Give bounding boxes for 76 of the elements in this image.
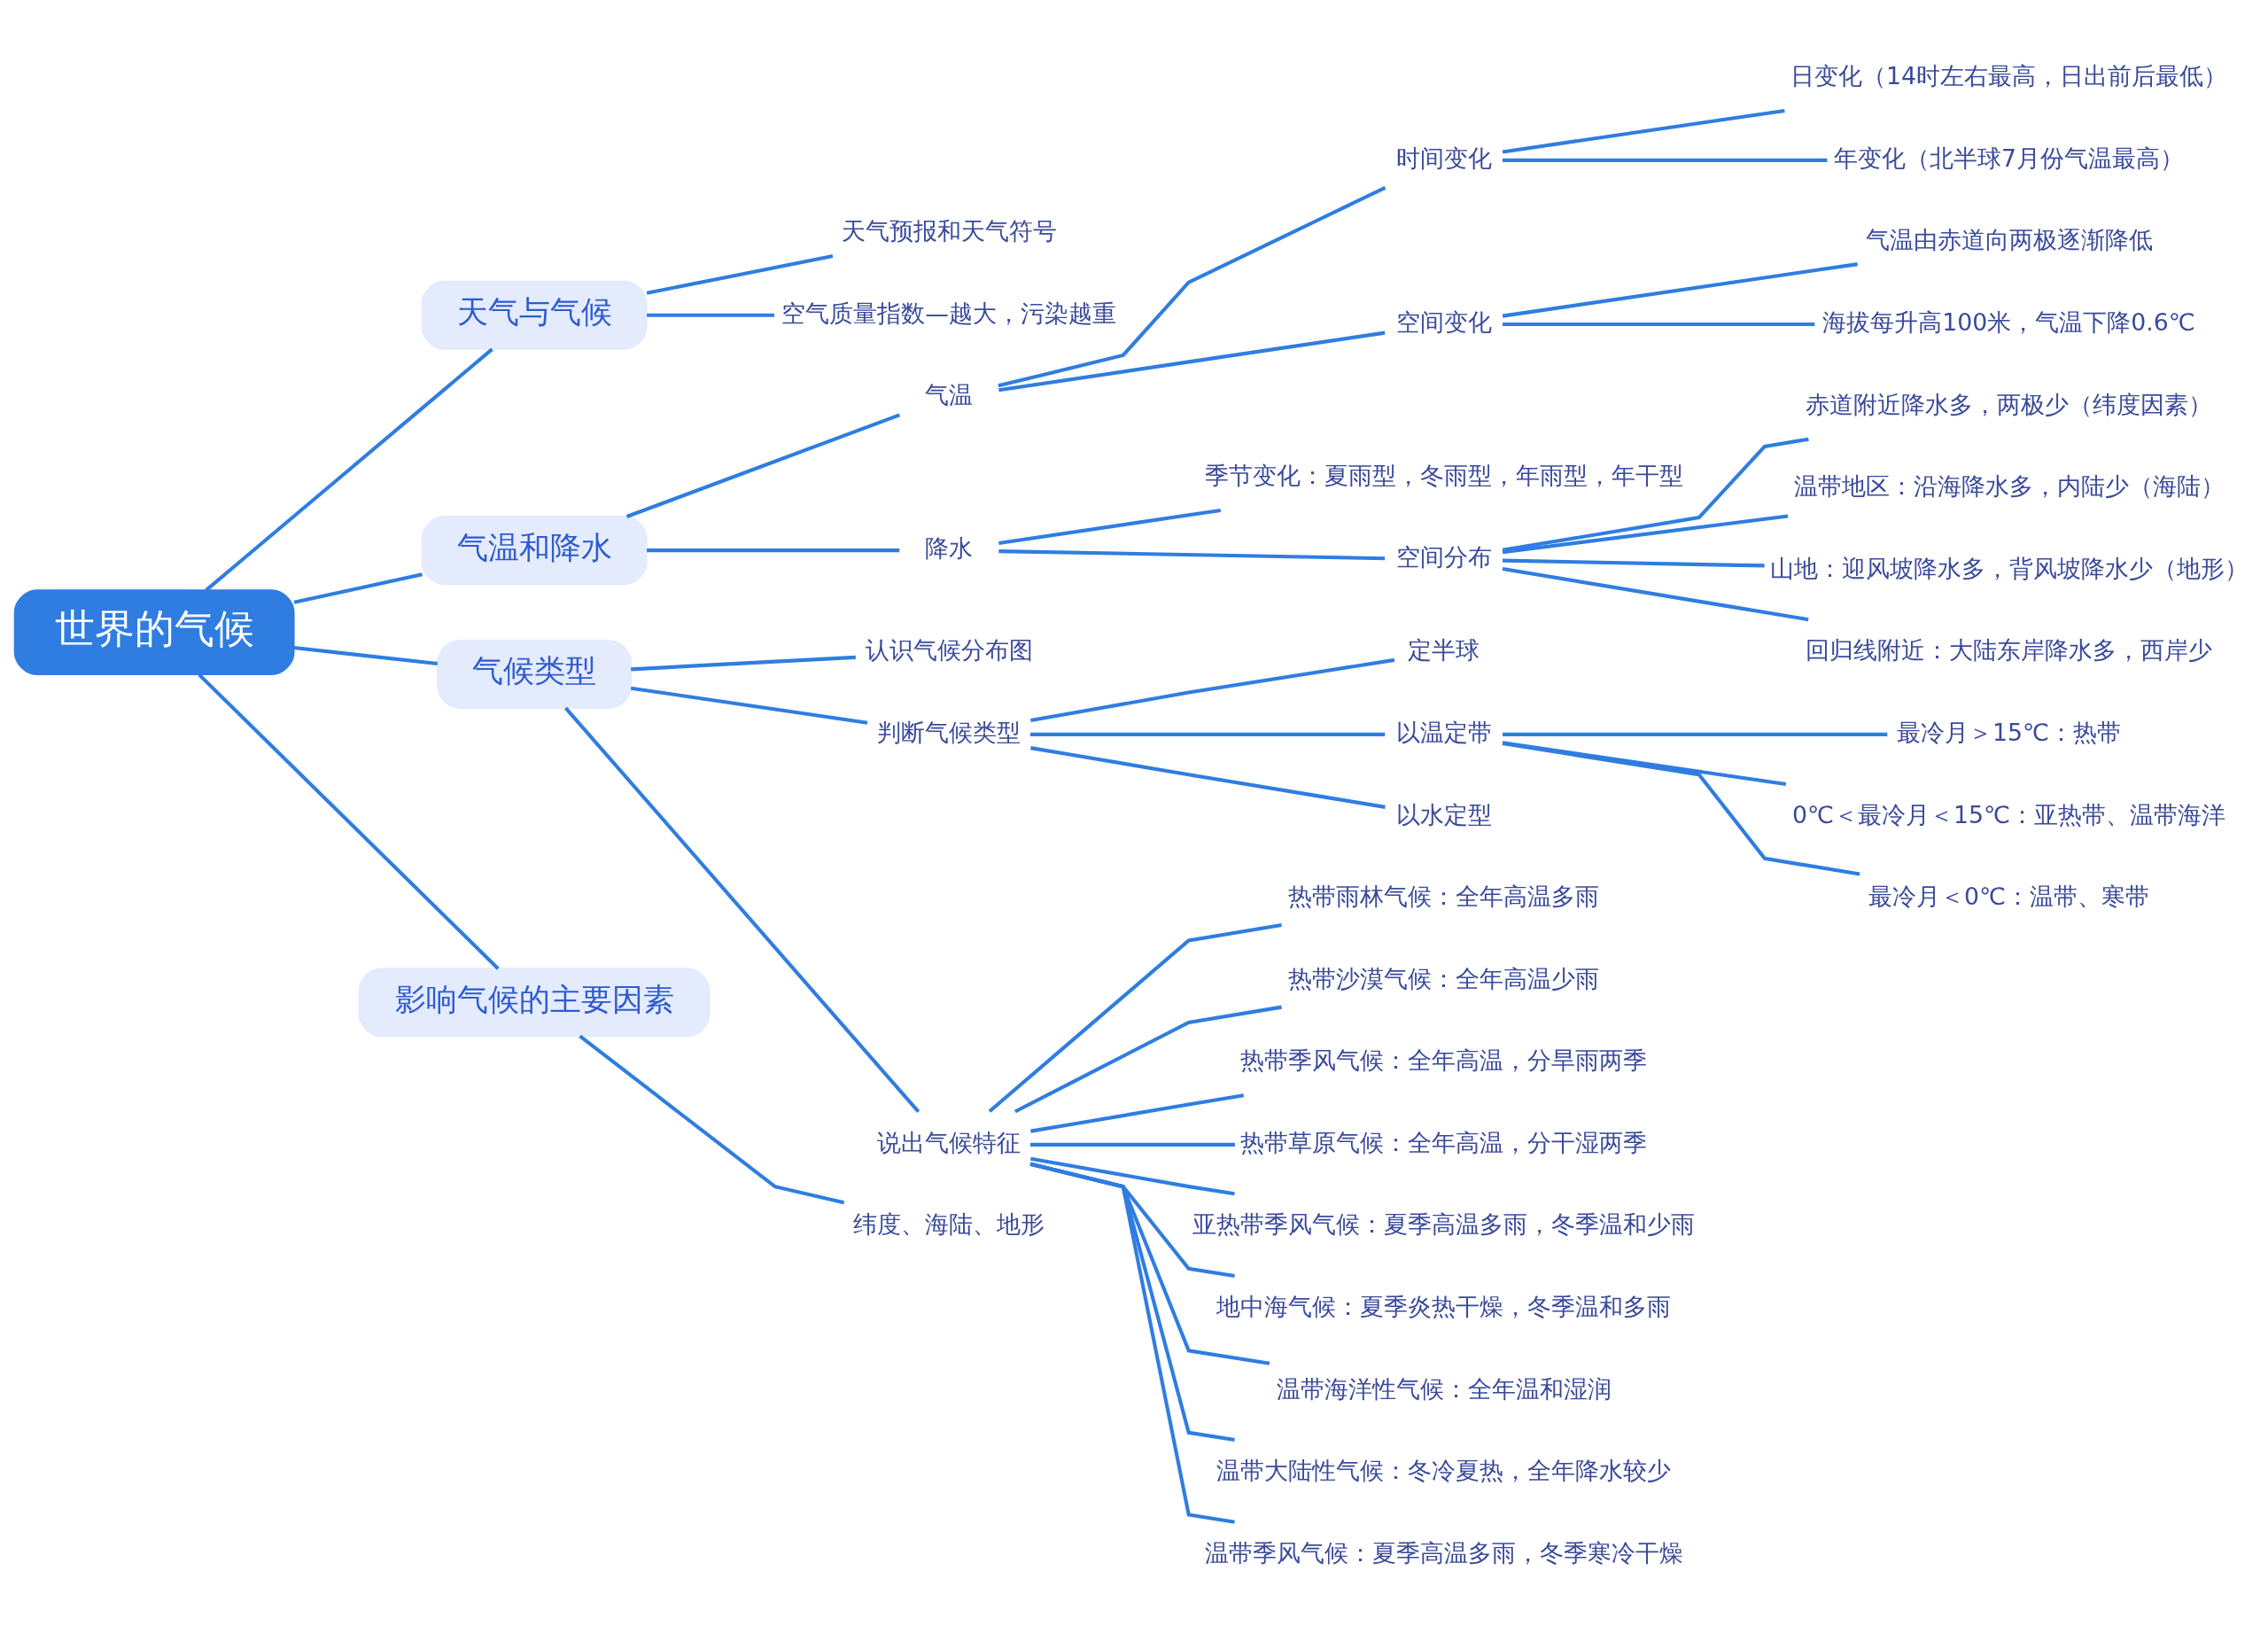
connector bbox=[1503, 322, 1815, 327]
node-text: 热带草原气候：全年高温，分干湿两季 bbox=[1240, 1128, 1648, 1156]
connector bbox=[205, 347, 493, 592]
node-text: 最冷月＜0℃：温带、寒带 bbox=[1868, 883, 2150, 911]
node-text: 天气预报和天气符号 bbox=[841, 217, 1057, 245]
connector bbox=[988, 923, 1282, 1113]
connector bbox=[1502, 108, 1785, 154]
connector bbox=[1030, 657, 1395, 723]
connector bbox=[1029, 732, 1386, 736]
connector bbox=[579, 1034, 845, 1205]
node-text: 山地：迎风坡降水多，背风坡降水少（地形） bbox=[1769, 554, 2249, 582]
connector bbox=[998, 330, 1386, 393]
node-text: 季节变化：夏雨型，冬雨型，年雨型，年干型 bbox=[1204, 461, 1683, 489]
node-text: 赤道附近降水多，两极少（纬度因素） bbox=[1806, 390, 2213, 418]
node-text: 温带海洋性气候：全年温和湿润 bbox=[1276, 1374, 1612, 1403]
node-text: 温带大陆性气候：冬冷夏热，全年降水较少 bbox=[1216, 1457, 1672, 1485]
node-text: 空间变化 bbox=[1395, 308, 1492, 336]
connector bbox=[647, 548, 900, 553]
node-text: 0℃＜最冷月＜15℃：亚热带、温带海洋 bbox=[1792, 800, 2226, 828]
node-text: 以水定型 bbox=[1395, 800, 1492, 828]
node-text: 地中海气候：夏季炎热干燥，冬季温和多雨 bbox=[1216, 1292, 1672, 1320]
connector bbox=[1503, 158, 1828, 162]
connector bbox=[630, 686, 868, 725]
connector bbox=[293, 572, 423, 604]
node-text: 降水 bbox=[925, 534, 974, 563]
node-box: 天气与气候 bbox=[421, 280, 648, 350]
connector bbox=[1502, 437, 1809, 552]
connector bbox=[1014, 1005, 1282, 1114]
connector bbox=[625, 413, 901, 518]
connector bbox=[1502, 741, 1787, 787]
node-text: 热带季风气候：全年高温，分旱雨两季 bbox=[1240, 1046, 1648, 1075]
node-text: 判断气候类型 bbox=[877, 718, 1021, 746]
connector bbox=[1030, 746, 1386, 809]
connector bbox=[631, 655, 856, 672]
node-text: 空气质量指数—越大，污染越重 bbox=[781, 299, 1117, 327]
connector bbox=[646, 253, 834, 295]
connector bbox=[1030, 1093, 1245, 1133]
node-text: 海拔每升高100米，气温下降0.6℃ bbox=[1822, 308, 2195, 336]
connector bbox=[1503, 732, 1888, 736]
node-text: 温带地区：沿海降水多，内陆少（海陆） bbox=[1793, 472, 2225, 501]
node-text: 年变化（北半球7月份气温最高） bbox=[1834, 144, 2185, 172]
connector bbox=[1502, 514, 1789, 555]
connector bbox=[1029, 1162, 1235, 1524]
node-text: 温带季风气候：夏季高温多雨，冬季寒冷干燥 bbox=[1204, 1538, 1683, 1567]
node-text: 最冷月＞15℃：热带 bbox=[1897, 718, 2122, 746]
connector bbox=[293, 646, 438, 666]
node-box: 世界的气候 bbox=[13, 589, 295, 676]
connector bbox=[1029, 1142, 1235, 1147]
node-text: 时间变化 bbox=[1395, 144, 1492, 172]
connector bbox=[1030, 1156, 1235, 1196]
connector bbox=[1502, 567, 1809, 622]
node-text: 定半球 bbox=[1408, 636, 1480, 665]
node-text: 纬度、海陆、地形 bbox=[853, 1210, 1045, 1239]
node-text: 以温定带 bbox=[1395, 718, 1492, 746]
connector bbox=[564, 706, 920, 1114]
connector bbox=[647, 313, 775, 317]
node-text: 热带沙漠气候：全年高温少雨 bbox=[1288, 964, 1600, 992]
node-box: 气候类型 bbox=[437, 639, 633, 710]
connector bbox=[998, 185, 1386, 388]
connector bbox=[1503, 558, 1765, 568]
node-text: 亚热带季风气候：夏季高温多雨，冬季温和少雨 bbox=[1192, 1210, 1696, 1239]
node-text: 认识气候分布图 bbox=[865, 636, 1033, 665]
node-text: 说出气候特征 bbox=[877, 1128, 1021, 1156]
node-text: 回归线附近：大陆东岸降水多，西岸少 bbox=[1806, 636, 2213, 665]
node-text: 气温由赤道向两极逐渐降低 bbox=[1865, 226, 2153, 254]
node-box: 影响气候的主要因素 bbox=[358, 968, 711, 1038]
node-text: 空间分布 bbox=[1395, 543, 1492, 572]
node-box: 气温和降水 bbox=[421, 516, 648, 586]
connector bbox=[198, 673, 500, 970]
node-text: 日变化（14时左右最高，日出前后最低） bbox=[1790, 62, 2228, 90]
node-text: 热带雨林气候：全年高温多雨 bbox=[1288, 883, 1600, 911]
node-text: 气温 bbox=[925, 381, 974, 409]
connector bbox=[998, 549, 1386, 561]
connector bbox=[998, 508, 1222, 546]
connector bbox=[1502, 742, 1860, 876]
connector bbox=[1502, 262, 1858, 318]
